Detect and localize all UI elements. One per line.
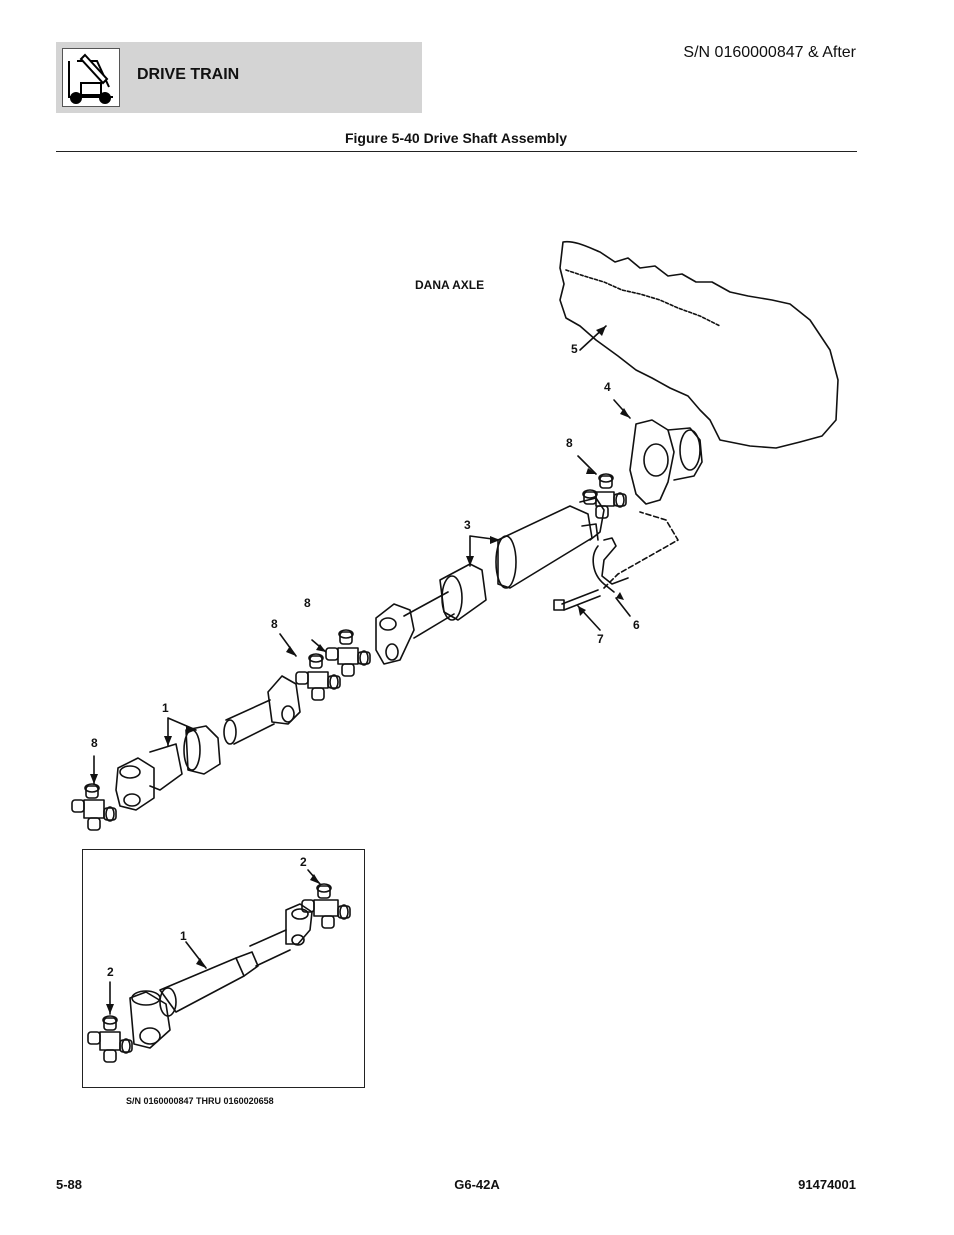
- callout-1: 1: [162, 701, 169, 715]
- callout-3: 3: [464, 518, 471, 532]
- callout-2: 2: [300, 855, 307, 869]
- callout-7: 7: [597, 632, 604, 646]
- page-number: 5-88: [56, 1177, 83, 1192]
- u-joint-cross: [582, 473, 627, 519]
- end-yoke: [629, 419, 675, 505]
- section-title: DRIVE TRAIN: [137, 66, 240, 83]
- callout-1: 1: [180, 929, 187, 943]
- inset-frame: [82, 849, 365, 1088]
- axle-label: DANA AXLE: [415, 278, 485, 292]
- callout-8: 8: [566, 436, 573, 450]
- u-joint-cross: [301, 883, 351, 929]
- model-number: G6-42A: [454, 1177, 500, 1192]
- u-joint-cross: [71, 783, 117, 831]
- callout-5: 5: [571, 342, 578, 356]
- callout-8: 8: [91, 736, 98, 750]
- callout-4: 4: [604, 380, 611, 394]
- callout-8: 8: [271, 617, 278, 631]
- drive-shaft-tube: [159, 957, 245, 1013]
- serial-range: S/N 0160000847 & After: [683, 44, 856, 61]
- u-joint-cross: [295, 653, 341, 701]
- slip-yoke: [285, 903, 313, 945]
- header-rule: [56, 151, 857, 152]
- callout-8: 8: [304, 596, 311, 610]
- callout-2: 2: [107, 965, 114, 979]
- drive-shaft-tube-lower: [185, 725, 221, 775]
- slip-yoke: [267, 675, 301, 725]
- drive-shaft-tube-upper: [497, 505, 593, 589]
- part-number: 91474001: [798, 1177, 856, 1192]
- inset-caption: S/N 0160000847 THRU 0160020658: [126, 1096, 274, 1106]
- bearing-strap: [592, 537, 629, 593]
- u-joint-cross: [87, 1015, 133, 1063]
- figure-title: Figure 5-40 Drive Shaft Assembly: [344, 130, 567, 146]
- lift-truck-icon: [62, 48, 120, 107]
- dana-axle-housing: [559, 240, 839, 449]
- u-joint-cross: [325, 629, 371, 677]
- callout-6: 6: [633, 618, 640, 632]
- strap-bolt: [561, 589, 601, 611]
